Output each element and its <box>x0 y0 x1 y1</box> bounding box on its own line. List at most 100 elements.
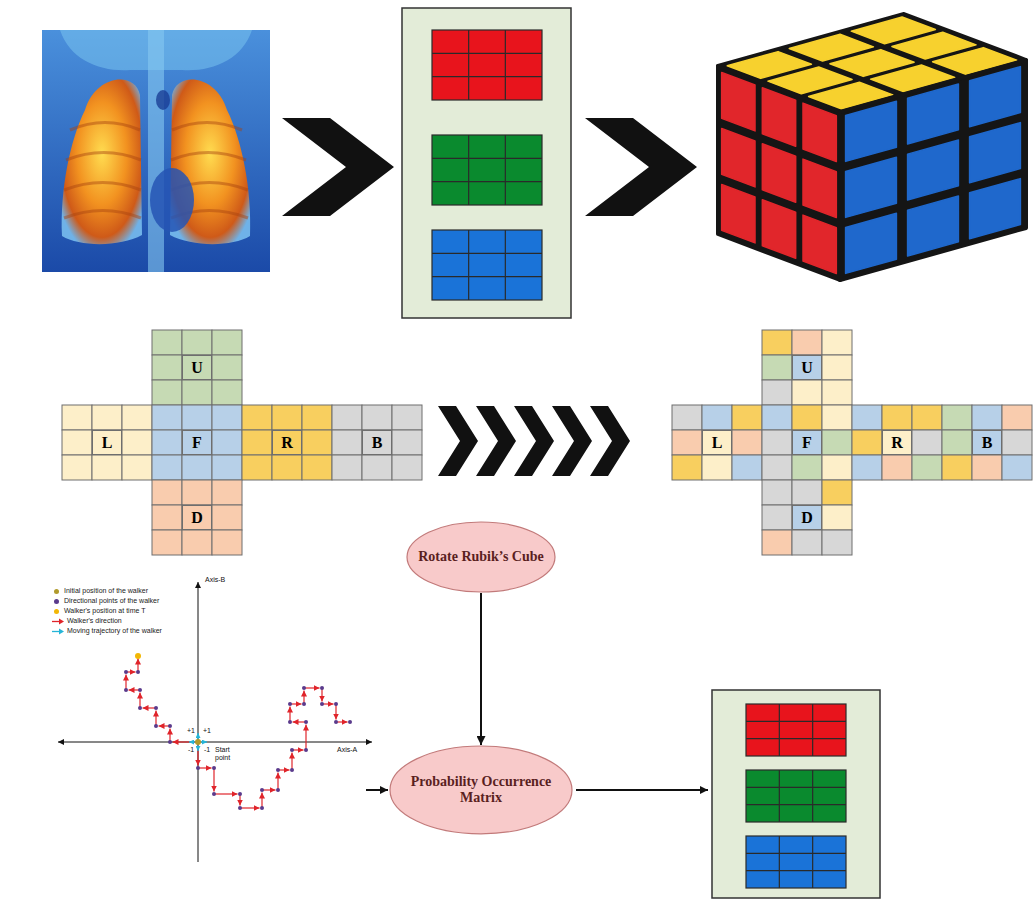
facelet <box>702 430 732 455</box>
rgb-channel-panel <box>712 690 880 898</box>
face-center-cell: F <box>182 430 212 455</box>
legend-arrowhead <box>59 628 64 634</box>
directional-point <box>304 748 308 752</box>
walker-step <box>262 789 276 790</box>
grid-fill <box>432 135 542 205</box>
directional-point <box>196 766 200 770</box>
process-ellipse: Probability Occurrence Matrix <box>389 745 573 835</box>
scramble-chevrons <box>438 406 630 476</box>
chevron-arrow <box>476 406 516 476</box>
face-center-cell: U <box>182 355 212 380</box>
facelet <box>212 505 242 530</box>
facelet <box>212 430 242 455</box>
facelet <box>972 430 1002 455</box>
legend-line-sample <box>52 628 64 635</box>
facelet <box>212 355 242 380</box>
facelet <box>392 405 422 430</box>
unit-step-label: +1 <box>186 727 196 735</box>
facelet <box>152 530 182 555</box>
legend-row: Walker's position at time T <box>52 606 162 616</box>
grid-fill <box>746 770 846 822</box>
cube-sticker <box>846 157 897 217</box>
directional-point <box>212 766 216 770</box>
facelet <box>152 355 182 380</box>
facelet <box>182 455 212 480</box>
directional-point <box>238 792 242 796</box>
legend-row: Initial position of the walker <box>52 586 162 596</box>
walker-step <box>305 725 306 751</box>
grid-line <box>432 76 542 77</box>
facelet <box>1002 455 1032 480</box>
grid-line <box>505 230 506 300</box>
facelet <box>152 380 182 405</box>
facelet <box>212 455 242 480</box>
x-ray-image <box>42 30 270 272</box>
walker-step <box>261 793 262 809</box>
chevron-arrow <box>282 118 394 216</box>
legend-text: Initial position of the walker <box>64 587 148 595</box>
legend-text: Walker's position at time T <box>64 607 145 615</box>
face-center-cell: B <box>362 430 392 455</box>
facelet <box>1002 430 1032 455</box>
cube-sticker <box>970 67 1021 127</box>
chevron-arrow <box>438 406 478 476</box>
facelet <box>272 405 302 430</box>
directional-point <box>302 686 306 690</box>
heart-shade <box>150 168 194 232</box>
facelet <box>972 405 1002 430</box>
facelet <box>672 405 702 430</box>
cube-sticker <box>803 159 836 217</box>
facelet <box>62 405 92 430</box>
grid-line <box>432 253 542 254</box>
process-ellipse: Rotate Rubik’s Cube <box>406 521 556 593</box>
facelet <box>792 355 822 380</box>
directional-point <box>154 706 158 710</box>
facelet <box>182 405 212 430</box>
walker-step <box>277 773 278 791</box>
facelet <box>152 330 182 355</box>
node-text: L <box>102 434 113 452</box>
node-text: R <box>891 434 903 452</box>
node-text: L <box>712 434 723 452</box>
grid-line <box>746 804 846 805</box>
facelet <box>762 330 792 355</box>
facelet <box>732 430 762 455</box>
grid-line <box>746 721 846 722</box>
cube-face-body <box>718 66 840 280</box>
grid-line <box>779 770 780 822</box>
facelet <box>92 430 122 455</box>
directional-point <box>334 720 338 724</box>
facelet <box>212 530 242 555</box>
legend-row: Walker's direction <box>52 616 162 626</box>
directional-point <box>212 792 216 796</box>
directional-point <box>290 748 294 752</box>
facelet <box>212 480 242 505</box>
grid-line <box>432 158 542 159</box>
grid-line <box>812 836 813 888</box>
facelet <box>762 430 792 455</box>
legend-arrowhead <box>59 618 64 624</box>
unit-step-label: -1 <box>187 746 195 754</box>
walker-step <box>143 707 157 708</box>
aortic-knob <box>156 90 170 110</box>
legend-swatch <box>54 599 59 604</box>
directional-point <box>124 688 128 692</box>
directional-point <box>168 740 172 744</box>
cube-sticker <box>970 123 1021 183</box>
grid-line <box>779 836 780 888</box>
walker-step <box>139 693 140 709</box>
unit-step-label: +1 <box>202 727 212 735</box>
grid-line <box>432 53 542 54</box>
spine-shade <box>148 30 164 272</box>
face-center-cell: D <box>792 505 822 530</box>
directional-point <box>320 686 324 690</box>
initial-position-dot <box>195 739 201 745</box>
x-ray-ground <box>42 30 270 272</box>
directional-point <box>124 670 128 674</box>
facelet <box>822 380 852 405</box>
legend-swatch <box>54 609 59 614</box>
walker-step <box>198 767 212 768</box>
origin-label: Start point <box>214 746 240 762</box>
face-center-cell: R <box>882 430 912 455</box>
axis-line <box>198 582 199 862</box>
